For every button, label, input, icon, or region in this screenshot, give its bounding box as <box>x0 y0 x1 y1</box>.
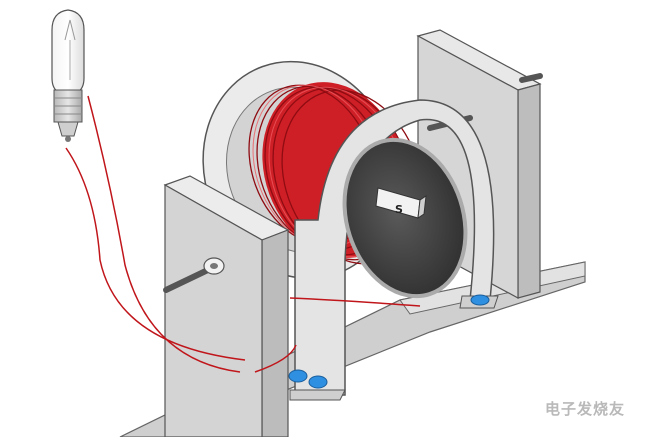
magnet-dots <box>288 294 490 389</box>
left-support <box>163 175 290 437</box>
axle-front <box>163 257 225 293</box>
light-bulb <box>51 9 85 142</box>
bar-magnet: S <box>375 187 427 220</box>
wires <box>65 95 421 373</box>
watermark: 电子发烧友 <box>544 400 625 418</box>
rotor-face <box>342 137 468 299</box>
pole-label: S <box>395 203 403 216</box>
